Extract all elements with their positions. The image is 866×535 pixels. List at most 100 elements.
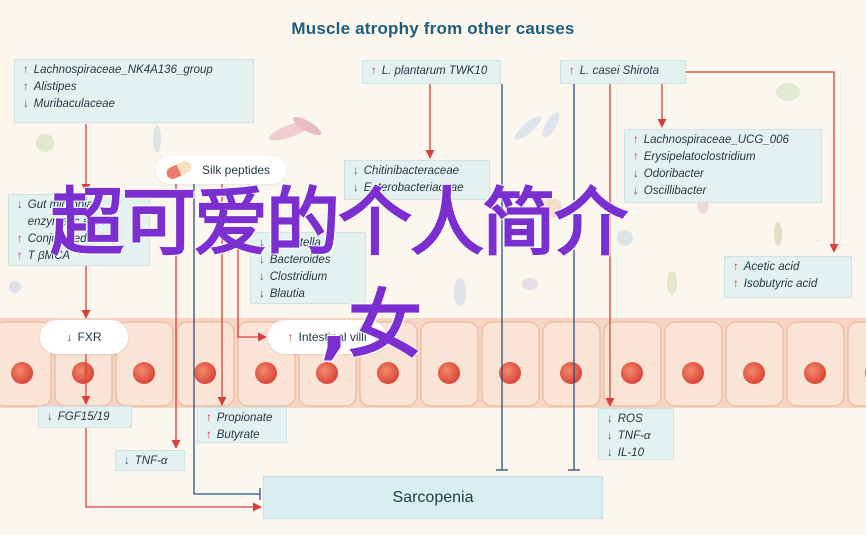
box-row: ↓ Gut microbial <box>17 197 141 214</box>
box-row: ↑L. casei Shirota <box>569 63 677 80</box>
box-row: ↓ TNF-α <box>124 453 176 470</box>
overlay-headline: 超可爱的个人简介 <box>50 180 628 266</box>
epithelial-cell <box>847 321 866 407</box>
arrow-down-icon: ↓ <box>23 98 29 110</box>
box-row-label: T βMCA <box>27 250 71 262</box>
ros-box: ↓ ROS ↓ TNF-α ↓ IL-10 <box>598 408 674 460</box>
box-row: ↑Alistipes <box>23 79 245 96</box>
arrow-down-icon: ↓ <box>259 271 265 283</box>
box-row: ↓ Bacteroides <box>259 252 357 269</box>
box-row-label: Enterobacteriaceae <box>363 182 464 194</box>
box-row: ↓ FGF15/19 <box>47 409 123 426</box>
box-row: ↓ ROS <box>607 411 665 428</box>
box-row: ↑Isobutyric acid <box>733 276 843 293</box>
cell-nucleus <box>804 362 826 384</box>
box-row: ↓Muribaculaceae <box>23 96 245 113</box>
gut-microbial-box: ↓ Gut microbial ↓enzymatic activity ↑ Conjug… <box>8 194 150 266</box>
box-row-label: Conjugated BAs <box>27 233 111 245</box>
box-row-label: enzymatic activity <box>27 216 118 228</box>
epithelial-cells <box>0 321 866 407</box>
pill-label: FXR <box>77 330 102 344</box>
arrow-down-icon: ↓ <box>17 199 23 211</box>
arrow-up-icon: ↑ <box>17 233 23 245</box>
box-row-label: ROS <box>617 413 643 425</box>
box-row-label: Blautia <box>269 288 305 300</box>
pill-label: Intestinal villi <box>298 330 367 344</box>
arrow-down-icon: ↓ <box>607 430 613 442</box>
box-row-label: IL-10 <box>617 447 644 459</box>
box-row: ↓Enterobacteriaceae <box>353 180 481 197</box>
box-row: ↓ TNF-α <box>607 428 665 445</box>
sarcopenia-box: Sarcopenia <box>263 476 603 519</box>
arrow-up-icon: ↑ <box>206 429 212 441</box>
box-row-label: TNF-α <box>617 430 651 442</box>
arrow-down-icon: ↓ <box>124 455 130 467</box>
arrow-down-icon: ↓ <box>607 447 613 459</box>
box-row: ↑Propionate <box>206 410 278 427</box>
box-row-label: Clostridium <box>269 271 328 283</box>
lachnospiraceae-nk4a136-box: ↑ Lachnospiraceae_NK4A136_group ↑Alistipes… <box>14 59 254 123</box>
box-row: ↓ Clostridium <box>259 269 357 286</box>
box-row: ↑ Acetic acid <box>733 259 843 276</box>
box-row: ↓Oscillibacter <box>633 183 813 200</box>
diagram-title: Muscle atrophy from other causes <box>291 19 575 38</box>
cell-nucleus <box>316 362 338 384</box>
tnf-alpha-box: ↓ TNF-α <box>115 450 185 471</box>
arrow-up-icon: ↑ <box>733 261 739 273</box>
propionate-butyrate-box: ↑Propionate↑Butyrate <box>197 407 287 443</box>
cell-nucleus <box>194 362 216 384</box>
arrow-down-icon: ↓ <box>259 288 265 300</box>
arrow-down-icon: ↓ <box>259 237 265 249</box>
arrow-down-icon: ↓ <box>633 168 639 180</box>
box-row-label: Erysipelatoclostridium <box>643 151 756 163</box>
acid-box: ↑ Acetic acid ↑Isobutyric acid <box>724 256 852 298</box>
box-row-label: Chitinibacteraceae <box>363 165 460 177</box>
box-row-label: Acetic acid <box>743 261 800 273</box>
arrow-down-icon: ↓ <box>47 411 53 423</box>
arrow-prevotella-to-villi <box>237 240 267 342</box>
arrow-up-icon: ↑ <box>17 250 23 262</box>
fxr-pill: ↓ FXR <box>40 320 128 354</box>
box-row-label: Prevotella <box>269 237 321 249</box>
lachnospiraceae-ucg-box: ↑Lachnospiraceae_UCG_006 ↑ Erysipelatoclos… <box>624 129 822 203</box>
box-row: ↑L. plantarum TWK10 <box>371 63 492 80</box>
silk-peptides-pill: Silk peptides <box>156 156 286 184</box>
arrow-down-icon: ↓ <box>66 330 73 344</box>
box-row-label: FGF15/19 <box>57 411 110 423</box>
box-row-label: Lachnospiraceae_NK4A136_group <box>33 64 213 76</box>
cell-nucleus <box>560 362 582 384</box>
box-row-label: TNF-α <box>134 455 168 467</box>
prevotella-box: ↓ Prevotella ↓ Bacteroides ↓ Clostridium ↓ Blau… <box>250 232 366 304</box>
cell-nucleus <box>377 362 399 384</box>
chitinibacteraceae-box: ↓Chitinibacteraceae↓Enterobacteriaceae <box>344 160 490 200</box>
arrow-fgf-to-sarcopenia <box>85 428 262 512</box>
pill-label: Silk peptides <box>202 163 271 177</box>
l-plantarum-box: ↑L. plantarum TWK10 <box>362 60 501 84</box>
box-row-label: Bacteroides <box>269 254 331 266</box>
box-row-label: Oscillibacter <box>643 185 707 197</box>
box-row-label: Odoribacter <box>643 168 704 180</box>
cell-nucleus <box>621 362 643 384</box>
box-row: ↑ Conjugated BAs <box>17 231 141 248</box>
arrow-up-icon: ↑ <box>633 151 639 163</box>
cell-nucleus <box>255 362 277 384</box>
cell-nucleus <box>11 362 33 384</box>
arrow-up-icon: ↑ <box>23 64 29 76</box>
box-row: ↓ Odoribacter <box>633 166 813 183</box>
arrow-up-icon: ↑ <box>287 330 294 344</box>
arrow-up-icon: ↑ <box>733 278 739 290</box>
overlay-subline: ,女 <box>320 282 423 368</box>
box-row: ↑Lachnospiraceae_UCG_006 <box>633 132 813 149</box>
arrow-down-icon: ↓ <box>259 254 265 266</box>
box-row: ↑ T βMCA <box>17 248 141 265</box>
cell-nucleus <box>682 362 704 384</box>
cell-nucleus <box>743 362 765 384</box>
box-row: ↓enzymatic activity <box>17 214 141 231</box>
box-row-label: Gut microbial <box>27 199 96 211</box>
inhibition-lines <box>193 84 580 500</box>
arrow-down-icon: ↓ <box>607 413 613 425</box>
red-arrows <box>81 71 839 512</box>
cell-nucleus <box>438 362 460 384</box>
